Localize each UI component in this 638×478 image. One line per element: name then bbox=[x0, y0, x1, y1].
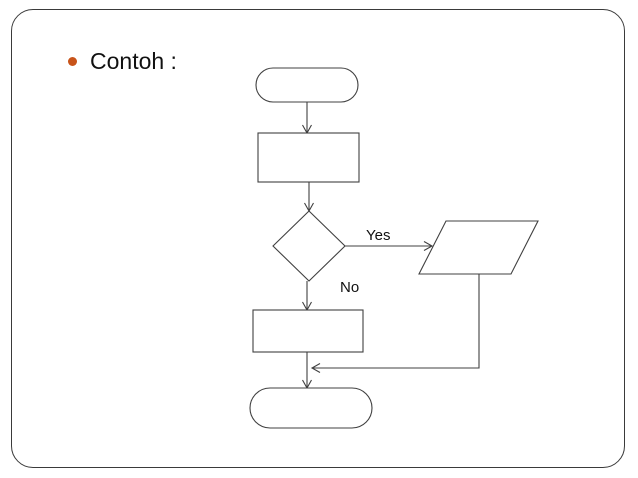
bullet-dot-icon bbox=[68, 57, 77, 66]
branch-label-yes: Yes bbox=[366, 227, 391, 244]
bullet-text-label: Contoh : bbox=[90, 48, 177, 74]
flow-node-process-bottom[interactable] bbox=[252, 309, 364, 353]
flow-node-end[interactable] bbox=[249, 387, 373, 429]
bullet-line: Contoh : bbox=[68, 48, 177, 75]
flow-node-process-top[interactable] bbox=[257, 132, 360, 183]
branch-label-no: No bbox=[340, 279, 360, 296]
arrowhead-decision-yes-to-io bbox=[423, 241, 434, 251]
flow-node-input-output[interactable] bbox=[418, 220, 539, 275]
flow-node-start[interactable] bbox=[255, 67, 359, 103]
arrowhead-io-to-merge-point bbox=[310, 363, 321, 373]
connector-io-to-merge-point bbox=[312, 274, 480, 369]
flow-node-decision[interactable] bbox=[272, 210, 346, 282]
